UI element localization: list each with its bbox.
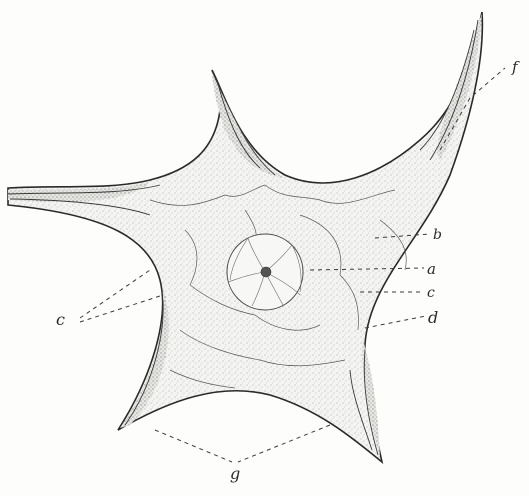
nucleus (227, 234, 303, 310)
cell-body (8, 12, 482, 462)
label-b: b (433, 228, 442, 242)
label-g: g (230, 466, 240, 482)
leader-g-left (155, 430, 232, 462)
label-c-left: c (56, 312, 65, 328)
label-c-right: c (427, 286, 435, 300)
label-d: d (428, 310, 438, 326)
label-a: a (427, 262, 436, 277)
nucleolus (261, 267, 271, 277)
leader-c-left-2 (80, 296, 160, 322)
leader-g-right (238, 425, 330, 462)
leader-c-left-1 (80, 270, 150, 318)
label-f: f (512, 60, 518, 75)
leader-d (365, 316, 426, 328)
